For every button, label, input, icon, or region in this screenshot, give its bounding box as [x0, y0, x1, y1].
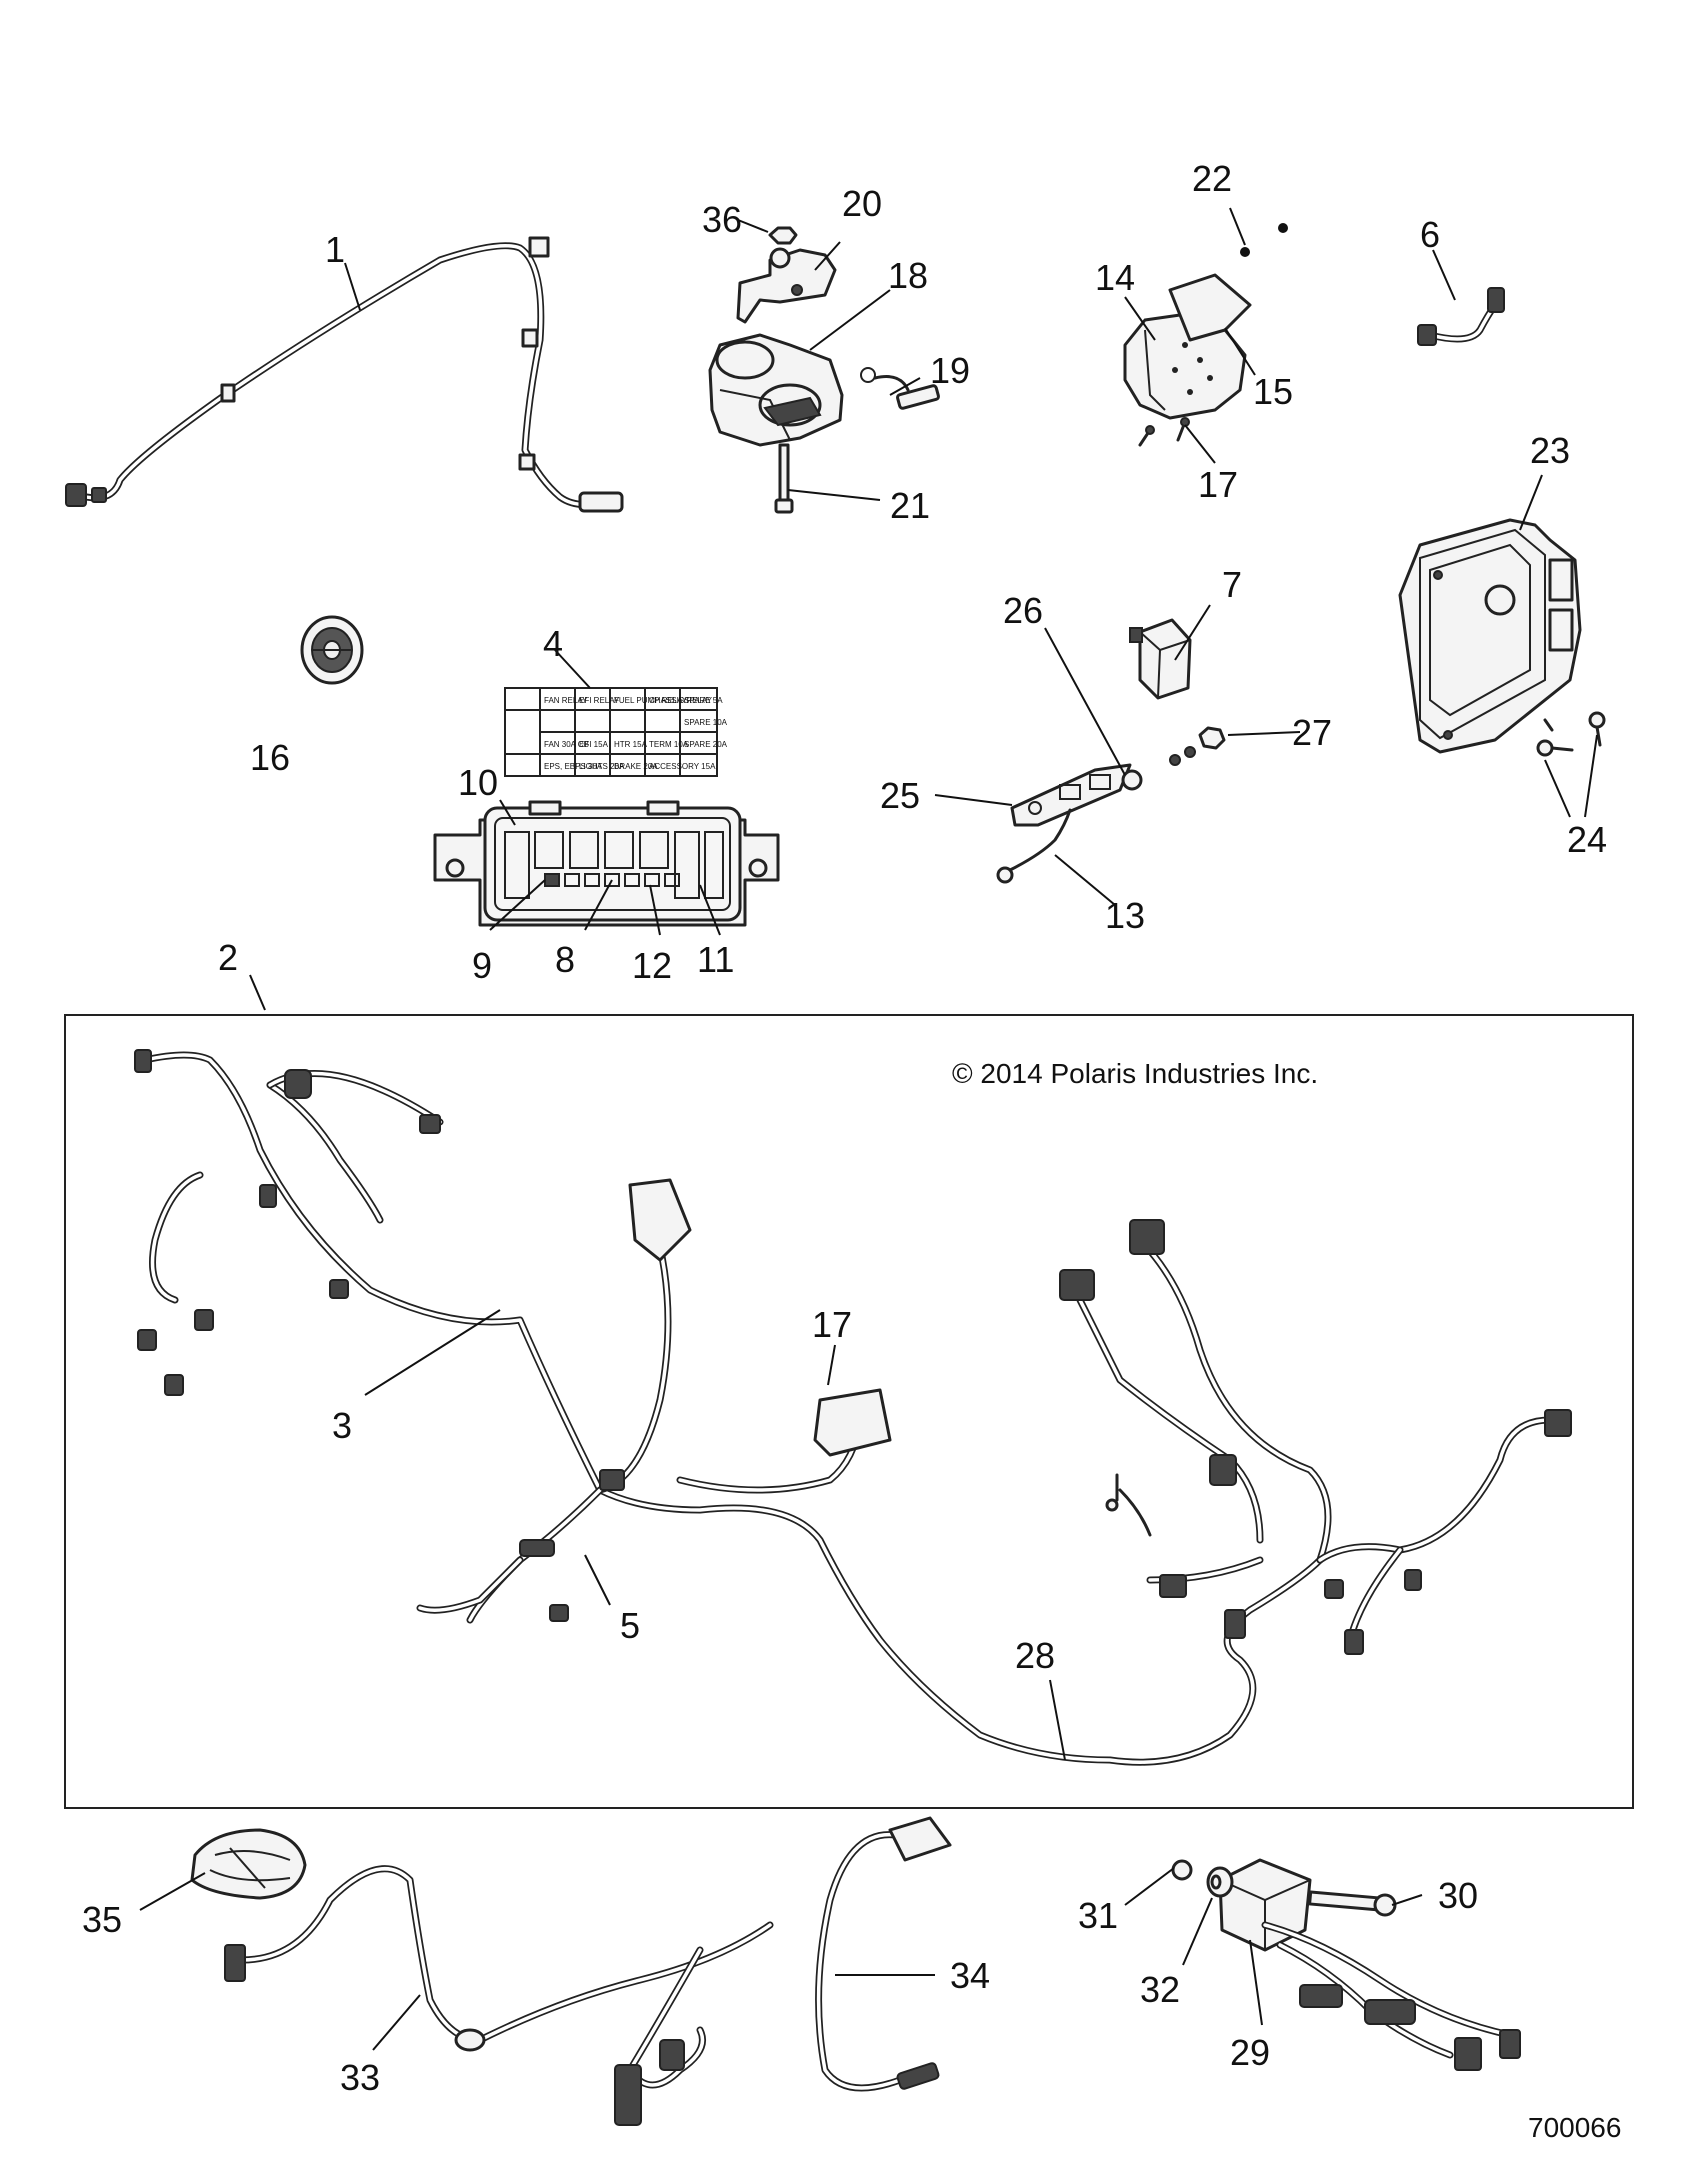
fuse-cell-chassis-relay: CHASSIS RELAY: [649, 696, 713, 705]
callout-15: 15: [1253, 371, 1293, 412]
fuse-cell-efi-relay: EFI RELAY: [579, 696, 620, 705]
callout-labels: 1 2 3 4 5 6 7 8 9 10 11 12 13 14 15 16 1…: [82, 158, 1607, 2098]
part-18-coil: [708, 333, 844, 447]
part-22-pins: [1240, 223, 1288, 257]
fuse-cell-lights-20a: LIGHTS 20A: [579, 762, 625, 771]
callout-25: 25: [880, 775, 920, 816]
fuse-cell-fan-30a: FAN 30A CB: [544, 740, 589, 749]
part-16-grommet: [300, 615, 364, 685]
fuse-cell-spare-5a: SPARE 5A: [684, 696, 723, 705]
callout-19: 19: [930, 350, 970, 391]
callout-33: 33: [340, 2057, 380, 2098]
callout-11: 11: [697, 939, 734, 980]
callout-18: 18: [888, 255, 928, 296]
part-34-sensor-lead: [815, 1816, 952, 2092]
callout-6: 6: [1420, 214, 1440, 255]
callout-4: 4: [543, 623, 563, 664]
callout-16: 16: [250, 737, 290, 778]
callout-14: 14: [1095, 257, 1135, 298]
part-32-spacer: [1206, 1866, 1234, 1898]
callout-3: 3: [332, 1405, 352, 1446]
callout-28: 28: [1015, 1635, 1055, 1676]
main-harness-connectors: [134, 1049, 1572, 1655]
callout-24: 24: [1567, 819, 1607, 860]
part-19-wire-lead: [860, 367, 940, 410]
callout-36: 36: [702, 199, 742, 240]
part-20-bracket: [736, 247, 837, 324]
callout-5: 5: [620, 1605, 640, 1646]
part-7-relay: [1129, 618, 1192, 700]
callout-31: 31: [1078, 1895, 1118, 1936]
callout-34: 34: [950, 1955, 990, 1996]
fuse-cell-htr-15a: HTR 15A: [614, 740, 648, 749]
part-21-bolt: [774, 443, 794, 514]
part-36-nut: [768, 226, 798, 245]
part-6-jumper-harness: [1417, 287, 1505, 346]
fuse-cell-fuel-pump-relay: FUEL PUMP RELAY: [614, 696, 688, 705]
part-23-ecu: [1398, 518, 1582, 754]
part-3-main-harness: [141, 1051, 1554, 1766]
leader-lines: [139, 207, 1598, 2051]
callout-35: 35: [82, 1899, 122, 1940]
diagram-number: 700066: [1528, 2112, 1621, 2143]
fuse-cell-accessory-15a: ACCESSORY 15A: [649, 762, 716, 771]
callout-21: 21: [890, 485, 930, 526]
part-35-cover: [190, 1828, 307, 1900]
callout-1: 1: [325, 229, 345, 270]
callout-9: 9: [472, 945, 492, 986]
part-15-cover: [1168, 273, 1252, 342]
part-25-bracket: [1010, 763, 1132, 827]
part-29-module: [1218, 1858, 1521, 2071]
callout-17b: 17: [812, 1304, 852, 1345]
fuse-cell-term-10a: TERM 10A: [649, 740, 689, 749]
fuse-cell-efi-15a: EFI 15A: [579, 740, 609, 749]
fuse-cell-spare-10a: SPARE 10A: [684, 718, 728, 727]
part-1-harness: [65, 236, 624, 513]
part-10-fuse-box: [433, 800, 780, 927]
part-27-nut: [1198, 726, 1226, 750]
part-30-bolt: [1308, 1890, 1397, 1917]
fuse-cell-fan-relay: FAN RELAY: [544, 696, 588, 705]
callout-30: 30: [1438, 1875, 1478, 1916]
part-17-screws: [1138, 417, 1190, 447]
part-33-harness: [224, 1865, 774, 2126]
callout-27: 27: [1292, 712, 1332, 753]
part-4-fuse-label: FAN RELAY EFI RELAY FUEL PUMP RELAY CHAS…: [504, 687, 728, 777]
part-26-terminal: [1121, 746, 1196, 791]
callout-23: 23: [1530, 430, 1570, 471]
part-14-housing: [1123, 313, 1247, 420]
callout-12: 12: [632, 945, 672, 986]
part-31-nut: [1171, 1859, 1193, 1881]
fuse-cell-eps-ebps-30a: EPS, EBPS 30A: [544, 762, 603, 771]
fuse-cell-spare-20a: SPARE 20A: [684, 740, 728, 749]
part-13-ground-lead: [996, 808, 1072, 884]
callout-29: 29: [1230, 2032, 1270, 2073]
callout-8: 8: [555, 939, 575, 980]
callout-13: 13: [1105, 895, 1145, 936]
callout-17a: 17: [1198, 464, 1238, 505]
callout-20: 20: [842, 183, 882, 224]
callout-2: 2: [218, 937, 238, 978]
part-24-screws: [1536, 711, 1606, 757]
fuse-cell-brake-20a: BRAKE 20A: [614, 762, 658, 771]
callout-32: 32: [1140, 1969, 1180, 2010]
callout-10: 10: [458, 762, 498, 803]
copyright-notice: © 2014 Polaris Industries Inc.: [952, 1058, 1318, 1089]
callout-7: 7: [1222, 564, 1242, 605]
callout-26: 26: [1003, 590, 1043, 631]
part-2-assembly-frame: [64, 1014, 1634, 1809]
callout-22: 22: [1192, 158, 1232, 199]
